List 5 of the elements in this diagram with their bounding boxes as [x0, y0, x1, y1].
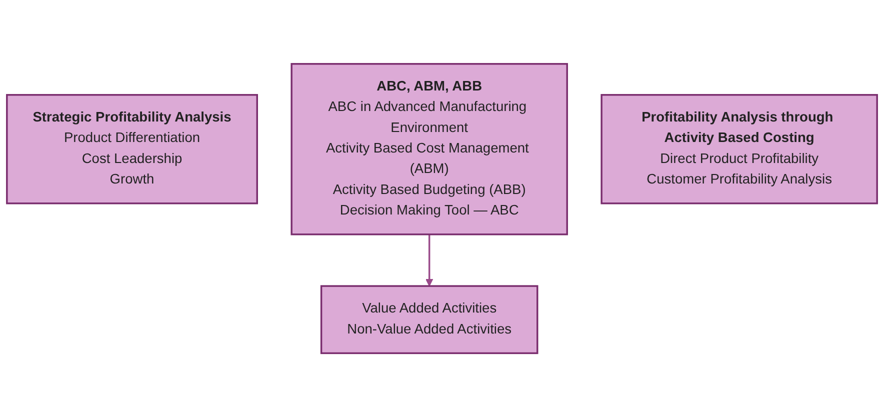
- arrow: [426, 234, 434, 287]
- node-box: Profitability Analysis through Activity Based Costing Direct Product Profitability Customer Profitability Analysis: [600, 94, 878, 205]
- node-box: ABC, ABM, ABB ABC in Advanced Manufacturing Environment Activity Based Cost Management (ABM) Activity Based Budgeting (ABB) Decision Making Tool — ABC: [290, 63, 568, 236]
- node-box: Strategic Profitability Analysis Product Differentiation Cost Leadership Growth: [6, 94, 258, 205]
- node-box: Value Added Activities Non-Value Added Activities: [320, 286, 538, 355]
